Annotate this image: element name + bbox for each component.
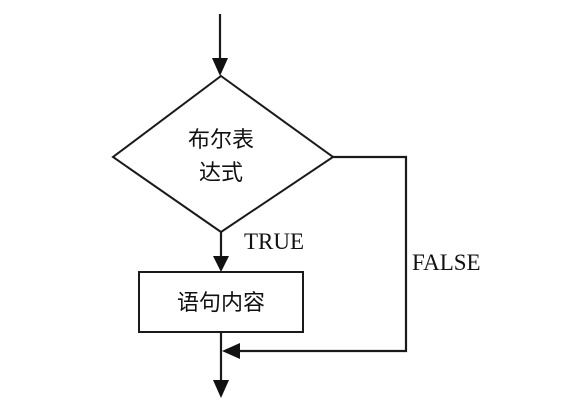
true-label: TRUE — [244, 229, 304, 254]
exit-arrow — [213, 332, 229, 398]
statement-box: 语句内容 — [138, 271, 304, 333]
condition-diamond: 布尔表 达式 — [111, 74, 335, 234]
condition-text-line1: 布尔表 — [188, 128, 254, 153]
statement-text: 语句内容 — [177, 291, 265, 316]
true-branch-arrow — [213, 232, 229, 272]
false-label: FALSE — [412, 250, 481, 275]
false-branch-path — [222, 155, 408, 359]
entry-arrow — [212, 14, 228, 76]
condition-text-line2: 达式 — [199, 161, 243, 186]
